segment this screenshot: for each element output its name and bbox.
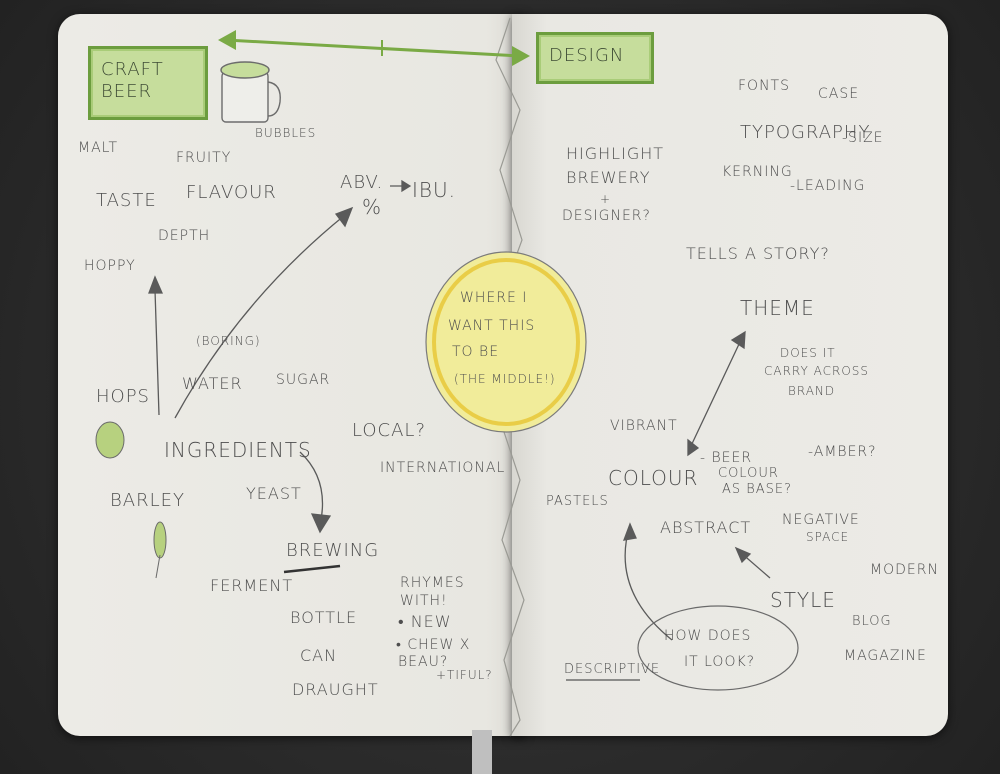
design-title-box: DESIGN — [536, 32, 654, 84]
label-chew: • CHEW X — [396, 637, 471, 653]
green-arrow — [225, 38, 521, 58]
label-new: • NEW — [398, 612, 452, 631]
circle-line-4: (THE MIDDLE!) — [454, 372, 556, 386]
label-can: CAN — [300, 646, 338, 665]
label-hops: HOPS — [96, 386, 150, 407]
label-descriptive: DESCRIPTIVE — [564, 662, 661, 677]
craft-beer-title-box: CRAFT BEER — [88, 46, 208, 120]
barley-sketch — [153, 521, 167, 579]
label-tiful: +TIFUL? — [436, 668, 493, 682]
label-abstract: ABSTRACT — [660, 518, 752, 537]
label-bottle: BOTTLE — [290, 608, 358, 627]
label-bubbles: BUBBLES — [255, 126, 317, 140]
label-brewing: BREWING — [286, 540, 380, 561]
label-colour: COLOUR — [608, 466, 699, 490]
label-highlight: HIGHLIGHT — [566, 144, 665, 163]
label-modern: MODERN — [870, 562, 939, 578]
label-space: SPACE — [806, 530, 850, 544]
beer-mug-sketch — [220, 61, 281, 123]
label-abv: ABV. — [340, 172, 384, 193]
label-pastels: PASTELS — [546, 494, 609, 509]
label-ibu: IBU. — [412, 178, 456, 202]
label-brand: BRAND — [788, 384, 836, 398]
how-does-it-look-ellipse — [637, 605, 799, 691]
label-malt: MALT — [78, 140, 119, 156]
label-sugar: SUGAR — [276, 372, 331, 388]
design-title: DESIGN — [549, 45, 625, 66]
circle-line-1: WHERE I — [460, 290, 528, 306]
label-leading: -LEADING — [790, 178, 866, 194]
label-plus: + — [600, 192, 612, 206]
label-rhymes-with: RHYMES WITH! — [400, 575, 465, 609]
hop-sketch — [95, 421, 125, 459]
label-fonts: FONTS — [738, 78, 790, 94]
notebook-right-page — [512, 14, 948, 736]
label-it-look: IT LOOK? — [684, 654, 756, 670]
label-blog: BLOG — [852, 614, 892, 629]
label-carry-across: CARRY ACROSS — [764, 364, 870, 378]
label-depth: DEPTH — [158, 228, 211, 244]
label-typography: TYPOGRAPHY — [740, 122, 871, 143]
label-international: INTERNATIONAL — [380, 460, 506, 476]
label-yeast: YEAST — [246, 484, 302, 503]
label-ingredients: INGREDIENTS — [164, 438, 312, 462]
label-hoppy: HOPPY — [84, 258, 136, 274]
label-negative: NEGATIVE — [782, 512, 860, 528]
bookmark-ribbon — [472, 730, 492, 774]
label-draught: DRAUGHT — [292, 680, 379, 699]
label-designer: DESIGNER? — [562, 208, 651, 224]
label-percent: % — [362, 195, 383, 219]
label-fruity: FRUITY — [176, 150, 232, 166]
label-ferment: FERMENT — [210, 576, 294, 595]
label-size: -SIZE — [842, 130, 884, 146]
label-theme: THEME — [740, 296, 815, 320]
label-amber: -AMBER? — [808, 444, 877, 460]
label-beer: - BEER — [700, 450, 753, 466]
label-colour-small: COLOUR — [718, 466, 779, 481]
craft-beer-title: CRAFT BEER — [101, 59, 164, 102]
label-water: WATER — [182, 374, 243, 393]
label-boring: (BORING) — [196, 334, 261, 348]
label-tells-story: TELLS A STORY? — [686, 244, 830, 263]
label-barley: BARLEY — [110, 490, 186, 511]
label-as-base: AS BASE? — [722, 482, 793, 497]
label-taste: TASTE — [96, 190, 157, 211]
label-local: LOCAL? — [352, 420, 427, 441]
middle-circle — [425, 251, 587, 433]
label-magazine: MAGAZINE — [844, 648, 927, 664]
label-vibrant: VIBRANT — [610, 418, 678, 434]
circle-line-2: WANT THIS — [448, 318, 536, 334]
label-does-it: DOES IT — [780, 346, 836, 360]
label-flavour: FLAVOUR — [186, 182, 277, 203]
label-style: STYLE — [770, 588, 836, 612]
label-kerning: KERNING — [722, 164, 793, 180]
label-how-does: HOW DOES — [664, 628, 752, 644]
label-beau: BEAU? — [398, 654, 449, 670]
label-case: CASE — [818, 86, 860, 102]
circle-line-3: TO BE — [452, 344, 500, 360]
label-brewery: BREWERY — [566, 168, 651, 187]
